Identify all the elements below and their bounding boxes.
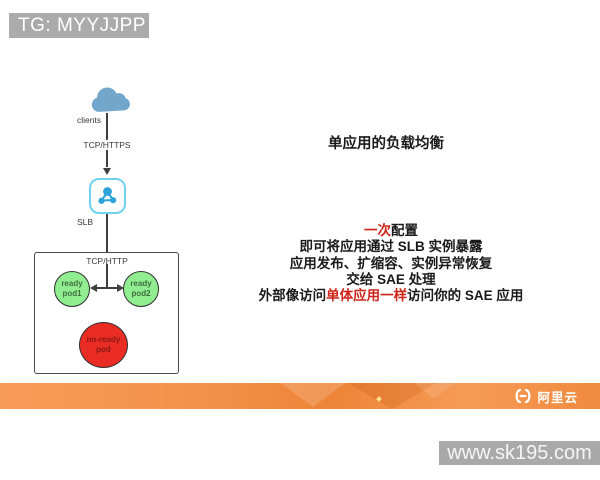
pod-ready-1-line2: pod1 [62, 289, 82, 298]
alibaba-cloud-bracket-icon [515, 388, 532, 404]
point-line-5: 外部像访问单体应用一样访问你的 SAE 应用 [226, 288, 556, 304]
point-line-2: 即可将应用通过 SLB 实例暴露 [299, 239, 483, 255]
pod-ready-2: ready pod2 [123, 271, 159, 307]
alibaba-cloud-logo-text: 阿里云 [537, 390, 578, 405]
point-line-3: 应用发布、扩缩容、实例异常恢复 [289, 255, 493, 271]
footer-pattern-triangle [348, 383, 436, 409]
clients-label: clients [74, 115, 104, 125]
footer-pattern-triangle [414, 383, 454, 399]
watermark-badge: www.sk195.com [439, 441, 600, 465]
point-line-5-pre: 外部像访问 [258, 288, 327, 304]
point-line-1-highlight: 一次 [364, 223, 391, 238]
pod-ready-1: ready pod1 [54, 271, 90, 307]
point-line-5-post: 访问你的 SAE 应用 [407, 288, 524, 304]
point-line-1-rest: 配置 [391, 223, 418, 238]
pod-ready-2-line1: ready [130, 279, 152, 289]
arrow-down-icon [103, 168, 111, 175]
watermark-text: www.sk195.com [447, 442, 592, 464]
tcp-http-label: TCP/HTTP [84, 256, 130, 266]
footer-bar: 阿里云 [0, 383, 600, 409]
connector-horizontal [96, 287, 118, 289]
connector-slb-box [106, 214, 108, 252]
pod-ready-2-line2: pod2 [131, 289, 151, 298]
footer-pattern-triangle [281, 383, 345, 407]
connector-box-split [106, 264, 108, 288]
cloud-icon [91, 87, 130, 112]
point-line-4: 交给 SAE 处理 [346, 271, 436, 287]
slb-network-icon [98, 187, 117, 204]
alibaba-cloud-logo: 阿里云 [512, 388, 578, 405]
pod-not-ready-line1: no-ready [86, 335, 121, 345]
arrow-left-icon [90, 284, 97, 292]
page-title: 单应用的负载均衡 [328, 136, 444, 152]
arrow-right-icon [117, 284, 124, 292]
pod-ready-1-line1: ready [61, 279, 83, 289]
telegram-banner-text: TG: MYYJJPP [18, 15, 146, 36]
pod-not-ready-line2: pod [96, 345, 111, 354]
pod-not-ready: no-ready pod [79, 322, 128, 368]
point-line-5-highlight: 单体应用一样 [326, 288, 408, 304]
point-line-1: 一次配置 [226, 223, 556, 239]
slb-label: SLB [74, 217, 96, 227]
tcp-https-label: TCP/HTTPS [81, 140, 133, 150]
clients-cloud-icon [84, 85, 138, 114]
telegram-banner: TG: MYYJJPP [9, 13, 149, 38]
feature-points: 一次配置 即可将应用通过 SLB 实例暴露 应用发布、扩缩容、实例异常恢复 交给… [226, 223, 556, 304]
slb-node [89, 178, 126, 214]
